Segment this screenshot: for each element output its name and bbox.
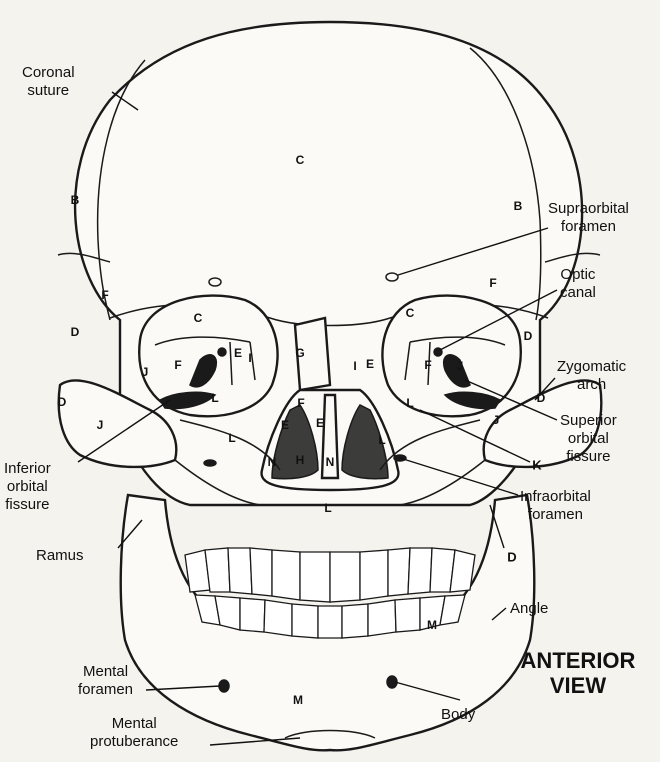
- letter-f-orbit-left: F: [174, 358, 181, 372]
- label-coronal-suture: Coronal suture: [22, 64, 75, 100]
- letter-f-left: F: [101, 288, 108, 302]
- label-supraorbital-foramen-l2: foramen: [548, 218, 629, 236]
- label-mental-foramen: Mental foramen: [78, 663, 133, 699]
- upper-teeth: [185, 548, 475, 602]
- view-title: ANTERIOR VIEW: [498, 648, 658, 698]
- letter-n-left: N: [268, 455, 277, 469]
- label-coronal-suture-l2: suture: [22, 82, 75, 100]
- label-supraorbital-foramen-l1: Supraorbital: [548, 200, 629, 218]
- letter-j-lower-right: J: [493, 413, 500, 427]
- label-coronal-suture-l1: Coronal: [22, 64, 75, 82]
- letter-d-left: D: [71, 325, 80, 339]
- label-superior-orbital-fissure: Superior orbital fissure: [560, 412, 617, 466]
- label-superior-orbital-fissure-l1: Superior: [560, 412, 617, 430]
- label-ramus: Ramus: [36, 547, 84, 565]
- label-body: Body: [441, 706, 475, 724]
- letter-parietal-right: B: [514, 199, 523, 213]
- left-optic-canal: [218, 348, 226, 356]
- letter-j-lower-left: J: [97, 418, 104, 432]
- letter-l-upper-right: L: [406, 396, 413, 410]
- label-inferior-orbital-fissure-l3: fissure: [4, 496, 51, 514]
- label-superior-orbital-fissure-l2: orbital: [560, 430, 617, 448]
- letter-l-center: L: [324, 501, 331, 515]
- letter-frontal: C: [296, 153, 305, 167]
- letter-g-nasal: G: [295, 346, 304, 360]
- letter-parietal-left: B: [71, 193, 80, 207]
- letter-m-right: M: [427, 618, 437, 632]
- letter-d-right: D: [524, 329, 533, 343]
- letter-d-side-left: D: [58, 395, 67, 409]
- letter-m-center: M: [293, 693, 303, 707]
- label-zygomatic-arch: Zygomatic arch: [557, 358, 626, 394]
- label-infraorbital-foramen-l2: foramen: [520, 506, 591, 524]
- label-mental-protuberance-l2: protuberance: [90, 733, 178, 751]
- label-inferior-orbital-fissure-l2: orbital: [4, 478, 51, 496]
- label-optic-canal-l2: canal: [560, 284, 596, 302]
- label-optic-canal-l1: Optic: [560, 266, 596, 284]
- view-title-line2: VIEW: [498, 673, 658, 698]
- letter-e-left: E: [234, 346, 242, 360]
- left-infraorbital-foramen: [204, 460, 216, 466]
- label-mental-protuberance-l1: Mental: [90, 715, 178, 733]
- letter-h-vomer: H: [296, 453, 305, 467]
- label-zygomatic-arch-l1: Zygomatic: [557, 358, 626, 376]
- letter-f-orbit-right: F: [424, 358, 431, 372]
- letter-i-right: I: [353, 359, 356, 373]
- left-mental-foramen: [219, 680, 229, 692]
- letter-d-side-right: D: [537, 391, 546, 405]
- label-angle: Angle: [510, 600, 548, 618]
- label-optic-canal: Optic canal: [560, 266, 596, 302]
- letter-c-orbit-left: C: [194, 311, 203, 325]
- label-inferior-orbital-fissure-l1: Inferior: [4, 460, 51, 478]
- letter-f-right: F: [489, 276, 496, 290]
- label-supraorbital-foramen: Supraorbital foramen: [548, 200, 629, 236]
- letter-i-left: I: [248, 351, 251, 365]
- letter-c-orbit-right: C: [406, 306, 415, 320]
- label-mental-foramen-l2: foramen: [78, 681, 133, 699]
- letter-l-upper-left: L: [211, 391, 218, 405]
- label-inferior-orbital-fissure: Inferior orbital fissure: [4, 460, 51, 514]
- letter-l-right: L: [378, 433, 385, 447]
- letter-l-left: L: [228, 431, 235, 445]
- view-title-line1: ANTERIOR: [498, 648, 658, 673]
- label-mental-protuberance: Mental protuberance: [90, 715, 178, 751]
- label-mental-foramen-l1: Mental: [78, 663, 133, 681]
- label-d-marker: D: [507, 550, 516, 565]
- letter-f-nasal: F: [297, 396, 304, 410]
- letter-e-nasal-left: E: [281, 418, 289, 432]
- letter-j-right: J: [457, 359, 464, 373]
- letter-n-right: N: [326, 455, 335, 469]
- label-k-marker: K: [532, 458, 541, 473]
- label-zygomatic-arch-l2: arch: [557, 376, 626, 394]
- label-infraorbital-foramen: Infraorbital foramen: [520, 488, 591, 524]
- label-infraorbital-foramen-l1: Infraorbital: [520, 488, 591, 506]
- letter-j-left: J: [142, 365, 149, 379]
- letter-e-right: E: [366, 357, 374, 371]
- letter-e-nasal-right: E: [316, 416, 324, 430]
- label-superior-orbital-fissure-l3: fissure: [560, 448, 617, 466]
